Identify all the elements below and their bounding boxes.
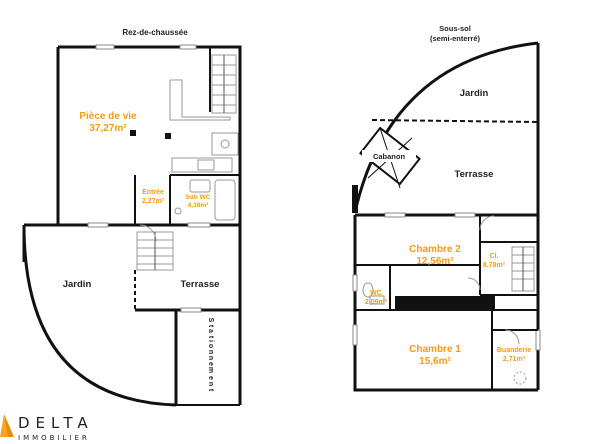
stair-entry: [136, 231, 174, 271]
ground-windows: [87, 44, 211, 313]
column: [165, 133, 171, 139]
laundry-area: 2,71m²: [503, 356, 526, 363]
laundry-name: Buanderie: [497, 347, 531, 354]
basement-doors: [467, 215, 527, 385]
svg-text:n: n: [207, 382, 214, 386]
stair-upper: [211, 54, 237, 114]
entry-name: Entrée: [142, 189, 164, 196]
wc-name: WC: [370, 290, 382, 297]
svg-text:a: a: [207, 329, 214, 333]
basement-garden-label: Jardin: [460, 88, 489, 99]
shed-label: Cabanon: [373, 152, 406, 161]
basement-title-line2: (semi-enterré): [430, 34, 481, 43]
svg-text:S: S: [207, 318, 214, 323]
entry-door-swing: [139, 224, 157, 242]
svg-text:t: t: [207, 389, 214, 392]
svg-text:e: e: [207, 362, 214, 366]
delta-logo: DELTA IMMOBILIER: [0, 414, 94, 442]
basement-walls: [353, 43, 540, 392]
basement-title-line1: Sous-sol: [439, 24, 471, 33]
garden-arc: [22, 224, 177, 407]
ground-floor-title: Rez-de-chaussée: [122, 28, 188, 37]
bedroom1-name: Chambre 1: [409, 344, 461, 355]
wc-fixtures: [362, 282, 385, 305]
closet-name: Cl.: [490, 253, 499, 260]
closet-area: 8,78m²: [483, 262, 506, 269]
bedroom1-area: 15,6m²: [419, 356, 451, 367]
entry-area: 2,27m²: [142, 198, 165, 205]
wall-pillar: [352, 185, 358, 213]
svg-text:t: t: [207, 325, 214, 328]
ground-floor-walls: [22, 45, 242, 405]
svg-text:n: n: [207, 350, 214, 354]
corridor-block: [395, 296, 495, 310]
living-room-area: 37,27m²: [89, 123, 127, 134]
bedroom2-name: Chambre 2: [409, 244, 461, 255]
svg-text:i: i: [207, 340, 214, 342]
bathroom-fixtures: [174, 179, 236, 221]
ground-floor-plan: Rez-de-chaussée: [22, 28, 242, 407]
basement-garden-arc: [353, 41, 539, 213]
logo-brand: DELTA: [18, 414, 94, 432]
column: [130, 130, 136, 136]
logo-sub: IMMOBILIER: [18, 434, 90, 442]
ground-internal-walls: [134, 47, 240, 225]
svg-text:e: e: [207, 376, 214, 380]
basement-plan: Sous-sol (semi-enterré) Cabanon: [352, 24, 541, 392]
bedroom2-area: 12,56m²: [416, 256, 454, 267]
svg-text:t: t: [207, 336, 214, 339]
basement-terrace-label: Terrasse: [455, 169, 494, 180]
shed: Cabanon: [359, 126, 421, 189]
ground-terrace-label: Terrasse: [181, 279, 220, 290]
kitchen-counter: [169, 79, 239, 173]
ground-garden-label: Jardin: [63, 279, 92, 290]
svg-text:n: n: [207, 356, 214, 360]
svg-text:o: o: [207, 344, 214, 348]
bathroom-name: Sdb WC: [186, 194, 211, 201]
living-room-name: Pièce de vie: [79, 111, 137, 122]
wc-area: 2,09m²: [365, 299, 388, 306]
svg-text:m: m: [207, 367, 214, 373]
bathroom-area: 4,38m²: [188, 202, 209, 209]
stair-basement: [511, 246, 535, 292]
basement-terrace-dashed: [371, 119, 539, 123]
parking-label: S t a t i o n n e m e n t: [207, 318, 214, 392]
